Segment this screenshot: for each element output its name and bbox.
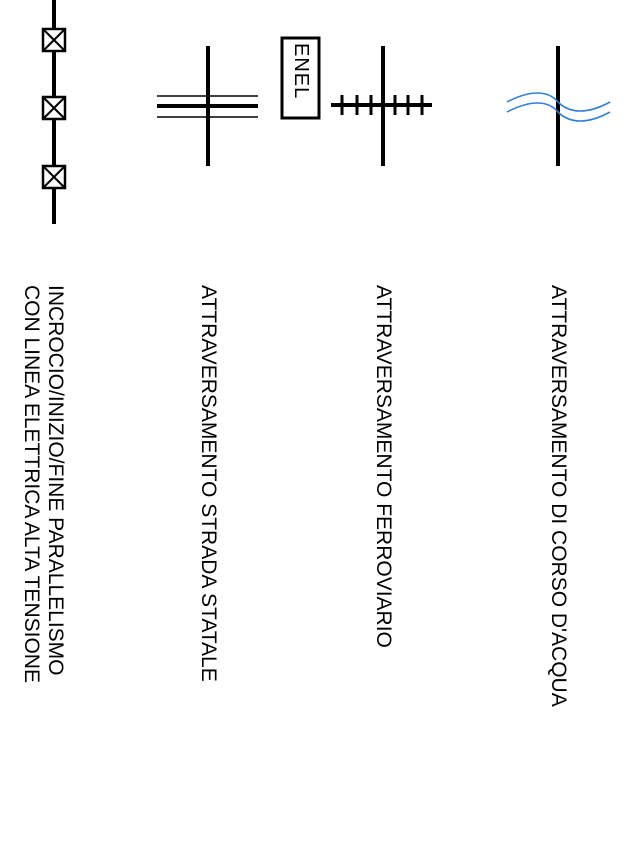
label-linea-elettrica-line-1: INCROCIO/INIZIO/FINE PARALLELISMO — [44, 285, 67, 676]
label-linea-elettrica-line-2: CON LINEA ELETTRICA ALTA TENSIONE — [20, 285, 43, 683]
label-ferroviario: ATTRAVERSAMENTO FERROVIARIO — [372, 285, 395, 648]
label-corso-acqua: ATTRAVERSAMENTO DI CORSO D'ACQUA — [547, 285, 570, 707]
enel-box-text: ENEL — [290, 43, 312, 100]
label-strada-statale: ATTRAVERSAMENTO STRADA STATALE — [197, 285, 220, 682]
label-linea-elettrica: INCROCIO/INIZIO/FINE PARALLELISMO CON LI… — [19, 285, 67, 683]
